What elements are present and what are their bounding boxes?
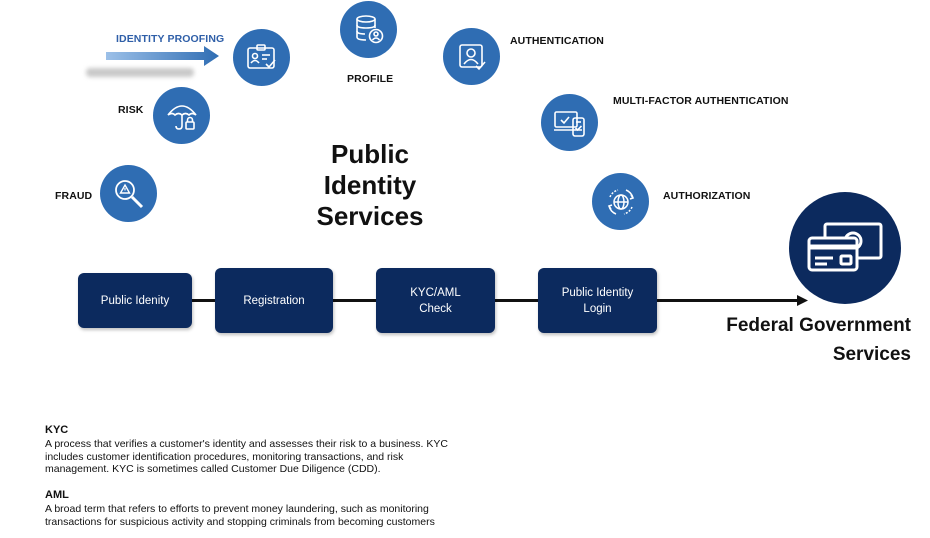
label-fraud: FRAUD	[55, 190, 93, 202]
user-check-icon	[443, 28, 500, 85]
blurred-text	[86, 68, 194, 77]
label-authentication: AUTHENTICATION	[510, 35, 604, 47]
flow-connector	[191, 299, 217, 302]
database-user-icon	[340, 1, 397, 58]
identity-proofing-arrow	[106, 46, 219, 66]
aml-line: transactions for suspicious activity and…	[45, 515, 435, 528]
id-card-check-icon	[233, 29, 290, 86]
step-label: Check	[419, 302, 452, 315]
flow-connector	[494, 299, 540, 302]
step-label: Public Identity	[561, 286, 634, 299]
magnifier-warning-icon	[100, 165, 157, 222]
globe-arrows-icon	[592, 173, 649, 230]
label-identity-proofing: IDENTITY PROOFING	[116, 33, 225, 45]
title-line: Identity	[323, 170, 417, 200]
step-registration: Registration	[215, 268, 333, 333]
step-kyc-aml-check: KYC/AML Check	[376, 268, 495, 333]
federal-line: Federal Government	[726, 315, 911, 336]
umbrella-lock-icon	[153, 87, 210, 144]
aml-term: AML	[45, 489, 69, 501]
kyc-definition: A process that verifies a customer's ide…	[45, 438, 545, 476]
aml-line: A broad term that refers to efforts to p…	[45, 503, 429, 515]
label-authorization: AUTHORIZATION	[663, 190, 751, 202]
federal-line: Services	[832, 344, 911, 365]
title-line: Services	[316, 201, 424, 231]
kyc-line: includes customer identification procedu…	[45, 450, 404, 463]
step-label: Login	[583, 302, 612, 315]
money-card-icon	[789, 192, 901, 304]
step-public-identity: Public Idenity	[78, 273, 192, 328]
diagram-title: Public Identity Services	[300, 139, 440, 232]
label-mfa: MULTI-FACTOR AUTHENTICATION	[613, 95, 789, 107]
kyc-line: A process that verifies a customer's ide…	[45, 438, 448, 450]
step-public-identity-login: Public Identity Login	[538, 268, 657, 333]
aml-definition: A broad term that refers to efforts to p…	[45, 503, 545, 528]
kyc-line: management. KYC is sometimes called Cust…	[45, 463, 381, 475]
step-label: Public Idenity	[100, 294, 170, 307]
step-label: Registration	[243, 294, 305, 307]
flow-arrow	[655, 295, 808, 306]
federal-services-label: Federal Government Services	[680, 311, 911, 369]
step-label: KYC/AML	[410, 286, 461, 299]
devices-check-icon	[541, 94, 598, 151]
kyc-term: KYC	[45, 424, 69, 436]
label-profile: PROFILE	[347, 73, 394, 85]
label-risk: RISK	[118, 104, 144, 116]
title-line: Public	[330, 139, 409, 169]
flow-connector	[332, 299, 378, 302]
